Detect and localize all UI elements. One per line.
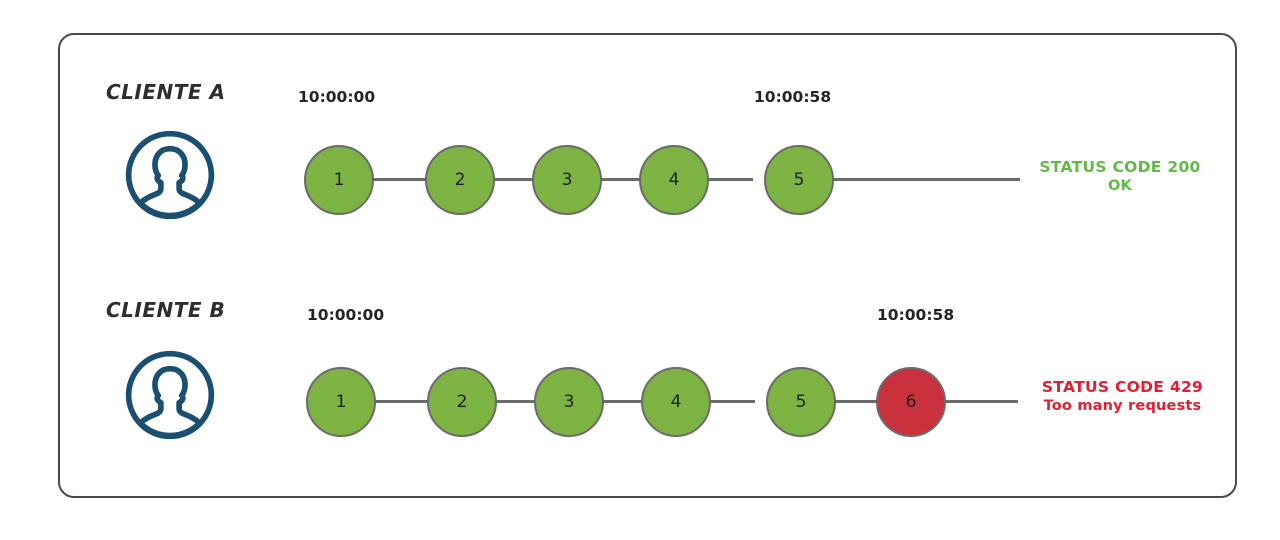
connector — [693, 400, 755, 403]
client-label-b: CLIENTE B — [106, 298, 226, 322]
connector-tail — [798, 178, 1020, 181]
status-message-a: OK — [1108, 178, 1132, 195]
status-code-a: STATUS CODE 200 — [1039, 158, 1201, 176]
status-badge-b: STATUS CODE 429 Too many requests — [1015, 378, 1230, 416]
status-badge-a: STATUS CODE 200 OK — [1020, 158, 1220, 196]
request-node[interactable]: 5 — [764, 145, 834, 215]
request-node[interactable]: 4 — [639, 145, 709, 215]
status-message-b: Too many requests — [1043, 398, 1202, 415]
diagram-frame — [58, 33, 1237, 498]
timestamp-start-a: 10:00:00 — [298, 88, 376, 106]
status-code-b: STATUS CODE 429 — [1041, 378, 1204, 396]
client-label-a: CLIENTE A — [106, 80, 226, 104]
request-node[interactable]: 2 — [425, 145, 495, 215]
connector — [479, 400, 541, 403]
connector — [584, 178, 646, 181]
request-node[interactable]: 1 — [304, 145, 374, 215]
timestamp-end-a: 10:00:58 — [754, 88, 832, 106]
connector-tail — [946, 400, 1018, 403]
timestamp-start-b: 10:00:00 — [307, 306, 385, 324]
request-node[interactable]: 5 — [766, 367, 836, 437]
timestamp-end-b: 10:00:58 — [877, 306, 955, 324]
request-node[interactable]: 3 — [534, 367, 604, 437]
user-avatar-icon — [123, 128, 217, 222]
connector — [372, 400, 434, 403]
connector — [691, 178, 753, 181]
request-node[interactable]: 2 — [427, 367, 497, 437]
connector — [370, 178, 432, 181]
request-node[interactable]: 4 — [641, 367, 711, 437]
request-node[interactable]: 1 — [306, 367, 376, 437]
request-node[interactable]: 3 — [532, 145, 602, 215]
connector — [800, 400, 880, 403]
request-node-rejected[interactable]: 6 — [876, 367, 946, 437]
connector — [477, 178, 539, 181]
user-avatar-icon — [123, 348, 217, 442]
connector — [586, 400, 648, 403]
